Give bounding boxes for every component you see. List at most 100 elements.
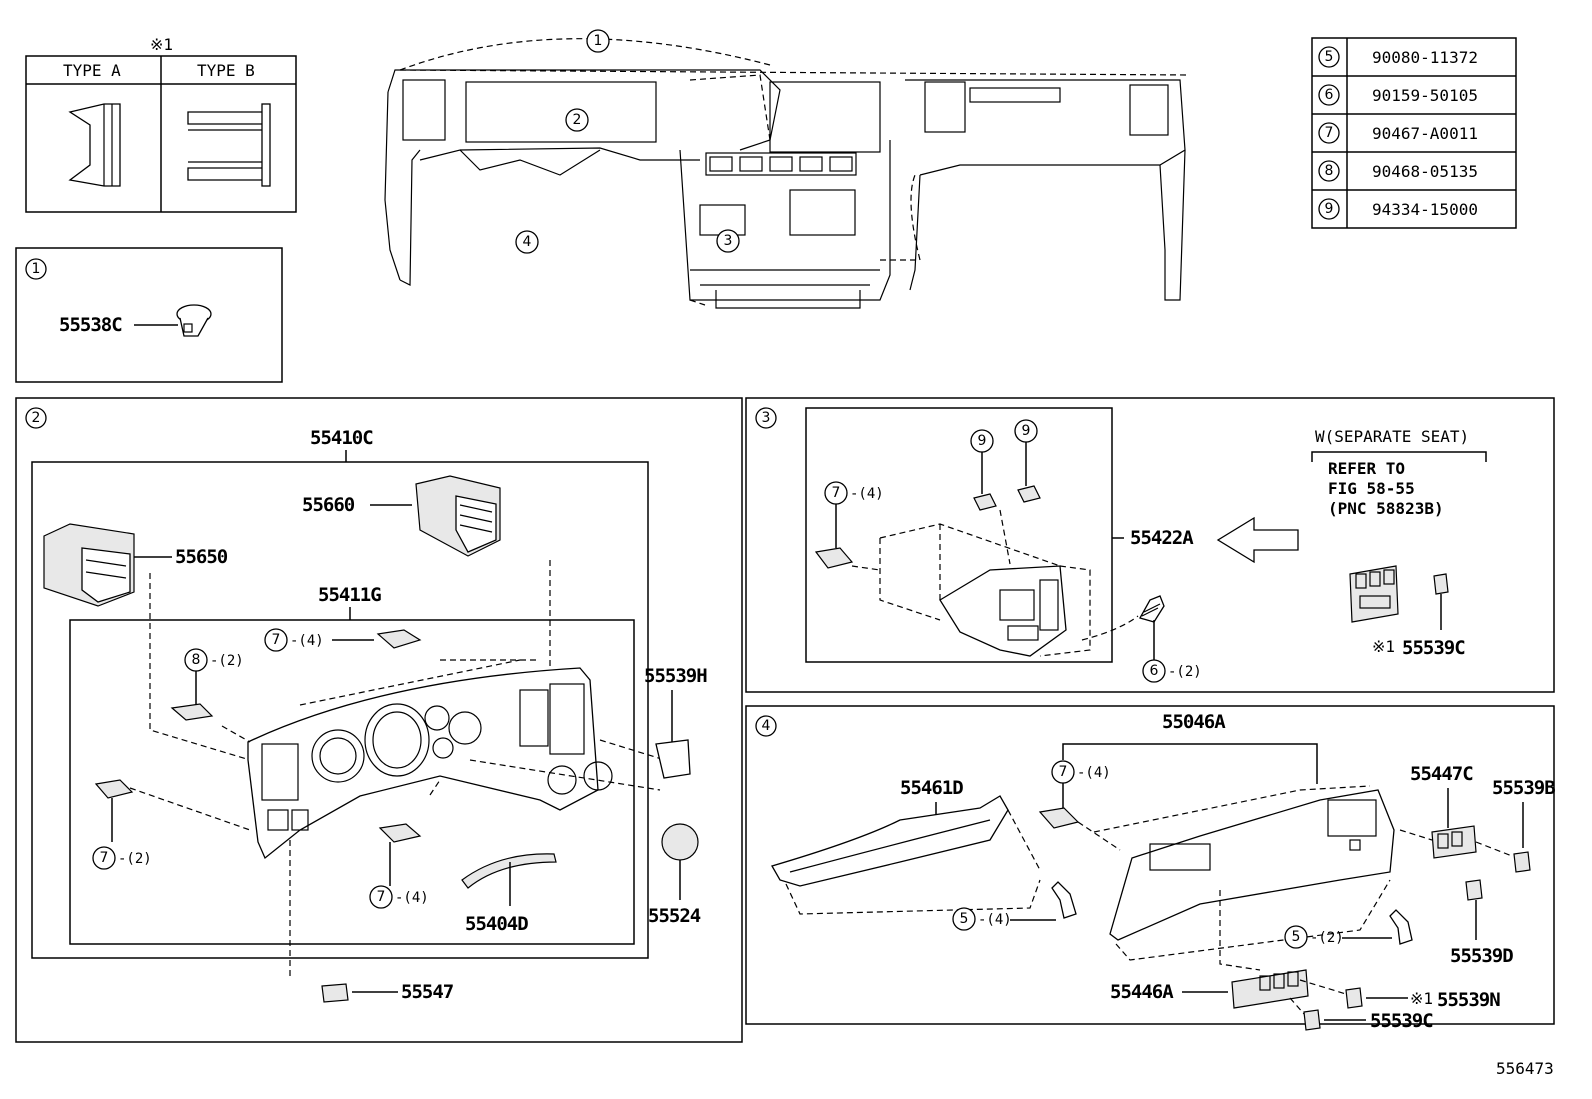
clip-55547-icon <box>321 983 349 1003</box>
variant-marker: ※1 <box>1372 637 1395 656</box>
svg-text:4: 4 <box>523 234 532 250</box>
switch-bezel-icon <box>1349 565 1399 623</box>
type-b-label: TYPE B <box>197 61 255 80</box>
svg-text:8: 8 <box>1325 163 1334 179</box>
part-55524: 55524 <box>648 905 701 927</box>
svg-text:7: 7 <box>100 850 109 866</box>
switch-55539B-icon <box>1513 851 1531 873</box>
panel-4: 4 55046A 7 -(4) 55461D 5 -(4) <box>745 705 1556 1032</box>
part-55539C-variant: 55539C <box>1402 637 1465 659</box>
callout-1-overview <box>586 29 610 53</box>
lower-panel-55046A-icon <box>1109 789 1395 941</box>
callout-4-overview <box>515 230 539 254</box>
callout-4 <box>755 715 777 737</box>
svg-text:-(4): -(4) <box>978 912 1012 928</box>
part-55461D: 55461D <box>900 777 963 799</box>
part-55539N: 55539N <box>1437 989 1500 1011</box>
cover-55539H-icon <box>655 739 691 779</box>
part-55539B: 55539B <box>1492 777 1555 799</box>
nut-9-icon <box>973 493 997 511</box>
plug-55524-icon <box>661 823 699 861</box>
table-row: 9 94334-15000 <box>1318 198 1478 220</box>
callout-7 <box>264 628 288 652</box>
callout-7 <box>92 846 116 870</box>
svg-text:3: 3 <box>762 410 771 426</box>
part-55447C: 55447C <box>1410 763 1473 785</box>
type-b-clip-icon <box>187 103 271 187</box>
svg-text:-(2): -(2) <box>118 851 152 867</box>
switch-55539C-icon <box>1433 573 1449 595</box>
screw-5-icon <box>1051 881 1077 919</box>
svg-text:3: 3 <box>724 233 733 249</box>
svg-text:-(2): -(2) <box>1310 930 1344 946</box>
table-row: 8 90468-05135 <box>1318 160 1478 182</box>
part-55538C: 55538C <box>59 314 122 336</box>
instrument-panel-icon <box>247 667 613 860</box>
dashboard-overview: 1 2 3 4 <box>384 29 1191 309</box>
svg-text:2: 2 <box>573 112 582 128</box>
svg-text:90468-05135: 90468-05135 <box>1372 162 1478 181</box>
panel-2: 2 55410C 55660 55650 55411G 8 -(2) <box>15 397 743 1043</box>
type-a-clip-icon <box>68 103 121 187</box>
svg-text:9: 9 <box>1325 201 1334 217</box>
svg-text:1: 1 <box>594 33 603 49</box>
clip-55538C-icon <box>176 304 212 337</box>
part-55660: 55660 <box>302 494 355 516</box>
part-55046A: 55046A <box>1162 711 1226 733</box>
part-55539D: 55539D <box>1450 945 1513 967</box>
clip-8-icon <box>170 703 214 721</box>
svg-text:-(4): -(4) <box>850 486 884 502</box>
part-55539H: 55539H <box>644 665 707 687</box>
svg-text:5: 5 <box>1325 49 1334 65</box>
vent-55660-icon <box>415 475 501 557</box>
clip-7-bottom-icon <box>378 823 422 843</box>
trim-55461D-icon <box>771 795 1009 887</box>
refer-arrow-icon <box>1216 516 1299 564</box>
type-a-label: TYPE A <box>63 61 121 80</box>
variant-note-line3: (PNC 58823B) <box>1328 499 1444 518</box>
switch-55446A-icon <box>1231 969 1309 1009</box>
svg-text:-(2): -(2) <box>1168 664 1202 680</box>
part-55547: 55547 <box>401 981 454 1003</box>
svg-text:7: 7 <box>272 632 281 648</box>
type-reference-box: ※1 TYPE A TYPE B <box>25 35 297 213</box>
callout-6 <box>1142 659 1166 683</box>
svg-text:90080-11372: 90080-11372 <box>1372 48 1478 67</box>
table-row: 7 90467-A0011 <box>1318 122 1478 144</box>
svg-text:4: 4 <box>762 718 771 734</box>
svg-text:7: 7 <box>1059 764 1068 780</box>
clip-7-icon <box>814 547 854 569</box>
screw-6-icon <box>1139 595 1165 623</box>
svg-text:94334-15000: 94334-15000 <box>1372 200 1478 219</box>
callout-5 <box>952 907 976 931</box>
callout-2 <box>25 407 47 429</box>
svg-text:8: 8 <box>192 652 201 668</box>
callout-7 <box>369 885 393 909</box>
svg-text:7: 7 <box>832 485 841 501</box>
callout-1 <box>25 258 47 280</box>
clip-7-top-icon <box>376 629 422 649</box>
part-55422A: 55422A <box>1130 527 1194 549</box>
table-row: 5 90080-11372 <box>1318 46 1478 68</box>
part-55650: 55650 <box>175 546 228 568</box>
part-55404D: 55404D <box>465 913 528 935</box>
switch-marker: ※1 <box>1410 989 1433 1008</box>
switch-55539D-icon <box>1465 879 1483 901</box>
part-55446A: 55446A <box>1110 981 1174 1003</box>
part-55411G: 55411G <box>318 584 381 606</box>
vent-55650-icon <box>43 523 135 607</box>
svg-text:6: 6 <box>1150 663 1159 679</box>
svg-text:90467-A0011: 90467-A0011 <box>1372 124 1478 143</box>
panel-3: 3 9 9 7 -(4) 55422A 6 <box>745 397 1555 693</box>
svg-text:7: 7 <box>1325 125 1334 141</box>
svg-text:-(2): -(2) <box>210 653 244 669</box>
trim-55404D-icon <box>461 853 557 889</box>
callout-3 <box>755 407 777 429</box>
svg-text:5: 5 <box>1292 929 1301 945</box>
screw-5-icon <box>1389 909 1413 945</box>
svg-text:2: 2 <box>32 410 41 426</box>
type-marker: ※1 <box>150 35 173 54</box>
part-55410C: 55410C <box>310 427 373 449</box>
callout-1-num: 1 <box>32 261 41 277</box>
